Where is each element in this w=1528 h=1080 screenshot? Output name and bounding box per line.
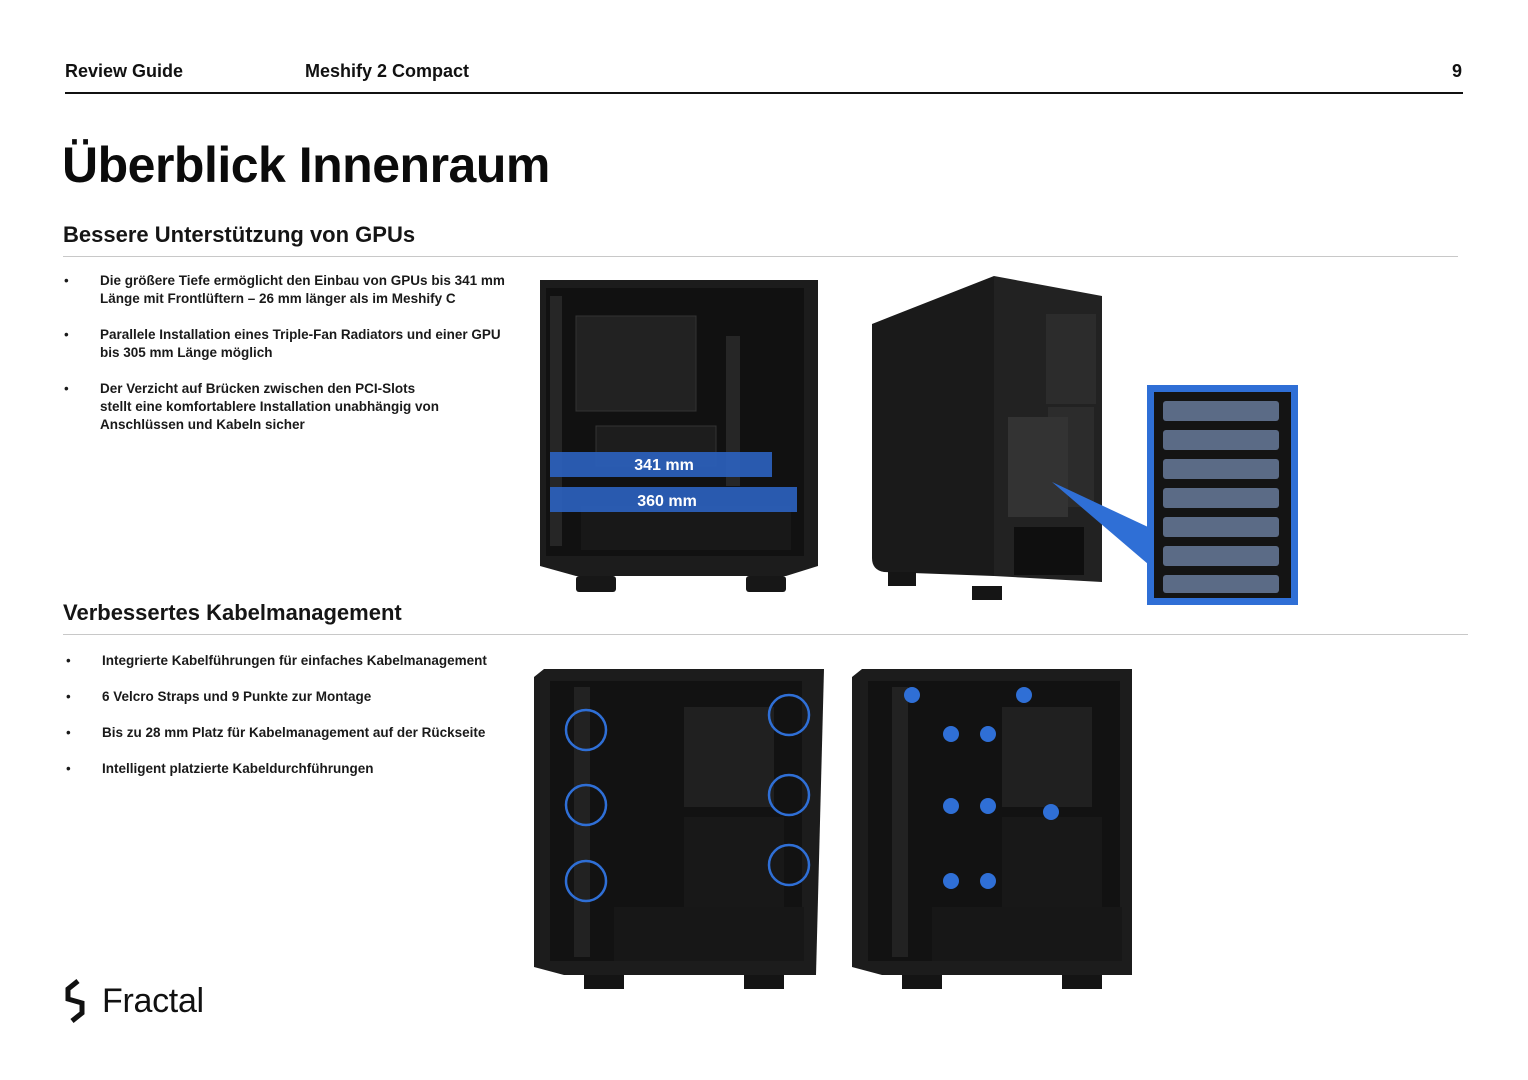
case-interior-image: 341 mm 360 mm: [540, 280, 818, 592]
page-number: 9: [1452, 61, 1463, 81]
bullet-line: Parallele Installation eines Triple-Fan …: [100, 327, 501, 342]
list-item: Integrierte Kabelführungen für einfaches…: [66, 652, 536, 670]
gpu-section-heading: Bessere Unterstützung von GPUs: [63, 222, 416, 247]
measure-bar-long: [550, 487, 797, 512]
bullet-line: Anschlüssen und Kabeln sicher: [100, 417, 305, 432]
mount-point: [980, 726, 996, 742]
bullet-line: Länge mit Frontlüftern – 26 mm länger al…: [100, 291, 456, 306]
mount-point: [1016, 687, 1032, 703]
header-product-name: Meshify 2 Compact: [305, 61, 470, 81]
strap-marker: [564, 708, 608, 752]
bullet-line: Der Verzicht auf Brücken zwischen den PC…: [100, 381, 416, 396]
mount-point: [1043, 804, 1059, 820]
cable-section-heading: Verbessertes Kabelmanagement: [63, 600, 402, 625]
gpu-bullet-list: Die größere Tiefe ermöglicht den Einbau …: [64, 272, 534, 452]
list-item: Bis zu 28 mm Platz für Kabelmanagement a…: [66, 724, 536, 742]
fractal-logo: Fractal: [64, 978, 204, 1024]
measure-label-short: 341 mm: [634, 457, 694, 474]
mount-point: [980, 873, 996, 889]
strap-marker: [564, 783, 608, 827]
strap-marker: [767, 843, 811, 887]
fractal-mark-icon: [65, 979, 85, 1023]
bullet-line: stellt eine komfortablere Installation u…: [100, 399, 440, 414]
logo-wordmark: Fractal: [102, 981, 204, 1020]
case-back-mounting-points-image: [852, 669, 1132, 989]
strap-marker: [767, 773, 811, 817]
mount-point: [943, 798, 959, 814]
cable-bullet-list: Integrierte Kabelführungen für einfaches…: [66, 652, 536, 796]
bullet-line: bis 305 mm Länge möglich: [100, 345, 273, 360]
case-back-straps-image: [534, 669, 824, 989]
header-divider: [65, 92, 1463, 94]
measure-bar-short: [550, 452, 772, 477]
mount-point: [943, 873, 959, 889]
list-item: Der Verzicht auf Brücken zwischen den PC…: [64, 380, 534, 434]
header-guide-label: Review Guide: [65, 61, 184, 81]
case-rear-image: [872, 276, 1148, 600]
mount-point: [943, 726, 959, 742]
pci-slots-zoom-image: [1147, 385, 1298, 605]
mount-point: [904, 687, 920, 703]
list-item: Die größere Tiefe ermöglicht den Einbau …: [64, 272, 534, 308]
list-item: Intelligent platzierte Kabeldurchführung…: [66, 760, 536, 778]
measure-label-long: 360 mm: [637, 493, 697, 510]
bullet-line: Die größere Tiefe ermöglicht den Einbau …: [100, 273, 505, 288]
list-item: Parallele Installation eines Triple-Fan …: [64, 326, 534, 362]
gpu-section-divider: [63, 256, 1458, 257]
page-title: Überblick Innenraum: [62, 137, 550, 193]
strap-marker: [767, 693, 811, 737]
mount-point: [980, 798, 996, 814]
list-item: 6 Velcro Straps und 9 Punkte zur Montage: [66, 688, 536, 706]
cable-section-divider: [63, 634, 1468, 635]
strap-marker: [564, 859, 608, 903]
